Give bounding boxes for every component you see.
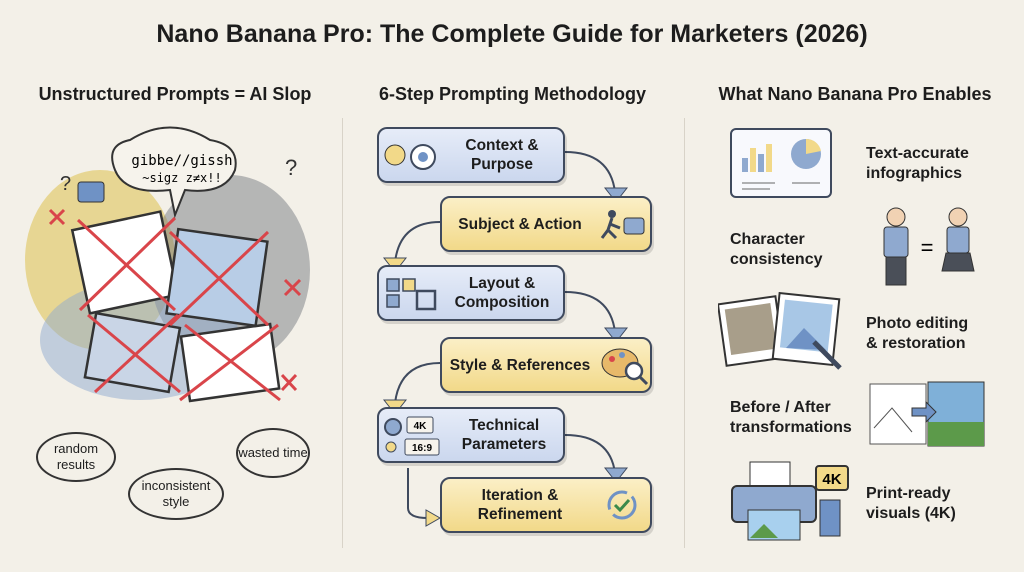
svg-text:4K: 4K [414, 421, 428, 432]
bubble-random-results: random results [36, 432, 116, 482]
feature-before-after-transformations: Before / After transformations [730, 399, 852, 436]
step-style-references: Style & References [440, 337, 652, 393]
right-heading: What Nano Banana Pro Enables [718, 84, 992, 104]
page-title: Nano Banana Pro: The Complete Guide for … [156, 20, 868, 48]
feature-photo-editing-restoration: Photo editing & restoration [866, 315, 969, 352]
chaos-illustration: gibbe//gissh ~sigz z≠x!! ? ? [25, 126, 310, 403]
bubble-wasted-time: wasted time [236, 428, 310, 478]
lightbulb-target-icon [384, 144, 436, 170]
layout-grid-icon [386, 278, 437, 311]
svg-text:~sigz z≠x!!: ~sigz z≠x!! [142, 171, 221, 185]
svg-text:?: ? [285, 155, 297, 180]
infographic-card-icon [730, 128, 832, 198]
step-subject-action: Subject & Action [440, 196, 652, 252]
divider [684, 118, 685, 548]
svg-text:4K: 4K [822, 471, 841, 488]
feature-character-consistency: Character consistency [730, 231, 823, 268]
feature-print-ready-visuals: Print-ready visuals (4K) [866, 485, 956, 522]
bubble-inconsistent-style: inconsistent style [128, 468, 224, 520]
gibberish-text: gibbe//gissh [131, 153, 232, 169]
svg-text:=: = [921, 235, 934, 260]
step-context-purpose: Context & Purpose [377, 127, 565, 183]
feature-text-accurate-infographics: Text-accurate infographics [866, 145, 969, 182]
step-layout-composition: Layout & Composition [377, 265, 565, 321]
two-characters-icon: = [883, 207, 975, 286]
left-heading: Unstructured Prompts = AI Slop [38, 84, 312, 104]
middle-heading: 6-Step Prompting Methodology [379, 84, 646, 104]
before-after-icon [869, 381, 985, 447]
step-iteration-refinement: Iteration & Refinement [440, 477, 652, 533]
photo-editing-icon [718, 292, 842, 370]
svg-text:?: ? [60, 173, 71, 195]
palette-magnifier-icon [601, 348, 649, 386]
refresh-check-icon [607, 490, 637, 520]
svg-text:16:9: 16:9 [412, 443, 432, 454]
runner-camera-icon [600, 210, 645, 240]
gear-badges-icon: 4K 16:9 [384, 416, 440, 456]
divider [342, 118, 343, 548]
printer-icon: 4K [731, 461, 849, 541]
